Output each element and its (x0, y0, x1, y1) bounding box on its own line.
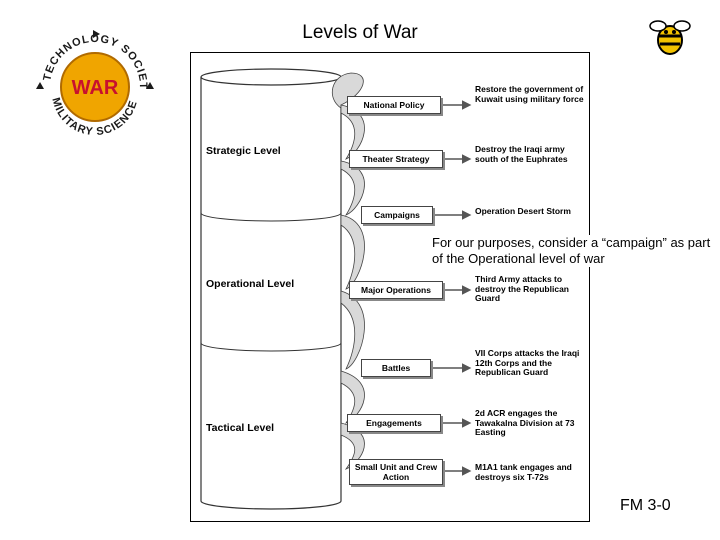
levels-of-war-diagram: Strategic Level Operational Level Tactic… (190, 52, 590, 522)
theater-strategy-desc: Destroy the Iraqi army south of the Euph… (475, 144, 568, 164)
campaigns-desc: Operation Desert Storm (475, 206, 571, 216)
footer-reference: FM 3-0 (620, 497, 671, 514)
slide-title: Levels of War (302, 22, 418, 43)
operational-level-label: Operational Level (203, 277, 298, 291)
campaign-callout: For our purposes, consider a “campaign” … (432, 235, 712, 267)
engagements-box: Engagements (347, 414, 441, 432)
cylinder-and-arrows (200, 68, 472, 510)
tactical-level-label: Tactical Level (203, 421, 278, 435)
small-unit-desc: M1A1 tank engages and destroys six T-72s (475, 462, 572, 482)
battles-box: Battles (361, 359, 431, 377)
major-operations-box: Major Operations (349, 281, 443, 299)
national-policy-desc: Restore the government of Kuwait using m… (475, 84, 584, 104)
engagements-desc: 2d ACR engages the Tawakalna Division at… (475, 408, 575, 437)
yellow-jacket-mascot-icon (649, 20, 691, 55)
technology-society-war-logo: WAR TECHNOLOGY SOCIETY MILITARY SCIENCE (30, 22, 155, 147)
national-policy-box: National Policy (347, 96, 441, 114)
small-unit-crew-action-box: Small Unit and Crew Action (349, 459, 443, 485)
major-operations-desc: Third Army attacks to destroy the Republ… (475, 274, 569, 303)
theater-strategy-box: Theater Strategy (349, 150, 443, 168)
strategic-level-label: Strategic Level (203, 144, 284, 158)
campaigns-box: Campaigns (361, 206, 433, 224)
svg-text:WAR: WAR (72, 77, 119, 99)
battles-desc: VII Corps attacks the Iraqi 12th Corps a… (475, 348, 580, 377)
